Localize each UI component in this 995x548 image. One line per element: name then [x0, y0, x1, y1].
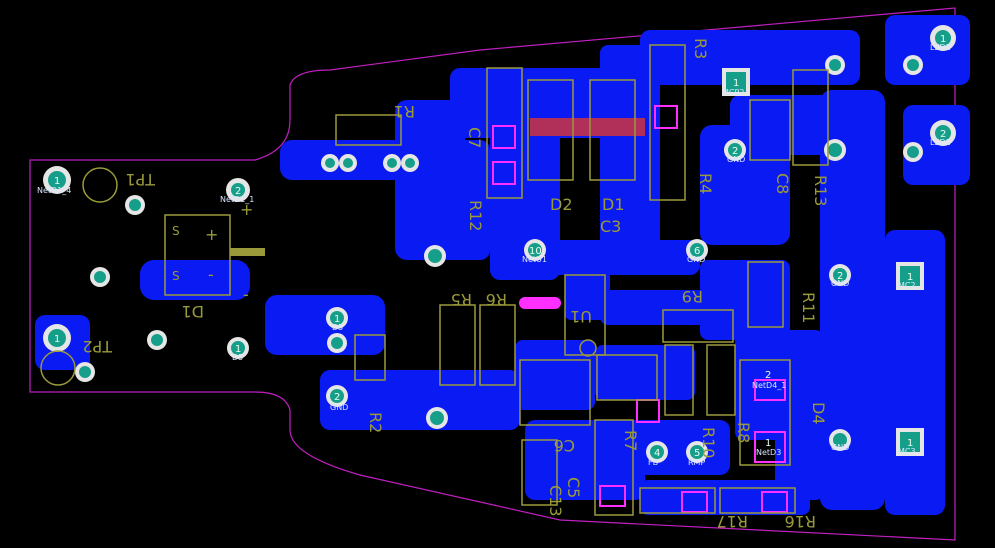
pad-number: 1	[733, 78, 739, 89]
label-r10: R10	[699, 427, 718, 458]
label-r5: R5	[451, 290, 472, 309]
pad-number: 2	[940, 129, 946, 140]
label-r13: R13	[811, 175, 830, 206]
net-name: NetD1_4	[37, 186, 71, 195]
pad-layer	[43, 25, 956, 463]
label-d1-bridge: D1	[182, 302, 205, 321]
pad-number: 2	[235, 186, 241, 197]
label-c5: C5	[564, 477, 583, 498]
label-s2: S	[172, 269, 180, 283]
label-r12: R12	[466, 200, 485, 231]
label-c13: C13	[546, 485, 565, 517]
net-name: RMP	[688, 458, 705, 467]
pad-number: 1	[940, 34, 946, 45]
net-name: GND	[330, 403, 348, 412]
net-name: MCP2	[722, 88, 744, 97]
label-d2: D2	[550, 195, 573, 214]
label-r7: R7	[621, 430, 640, 451]
net-name: MC2	[898, 281, 916, 290]
pad-number: 1	[907, 272, 913, 283]
label-r3: R3	[691, 38, 710, 59]
net-name: GND	[727, 155, 745, 164]
label-c8: C8	[773, 173, 792, 194]
silkscreen-outlines	[40, 44, 829, 516]
board-outline	[29, 7, 956, 541]
net-name: LED1	[930, 138, 951, 147]
pad-number: 2	[837, 271, 843, 282]
net-name: D5	[232, 353, 243, 362]
net-name: LED1	[930, 43, 951, 52]
diode-hatch	[530, 118, 645, 136]
pad-number: 1	[54, 176, 60, 187]
label-tp2: TP2	[82, 337, 113, 356]
label-u1: U1	[570, 307, 592, 326]
net-name: GND	[831, 443, 849, 452]
pad-number: 10	[529, 246, 542, 257]
net-name: NetD3	[756, 448, 781, 457]
label-r16: R16	[785, 512, 816, 531]
pad-number: 4	[654, 448, 660, 459]
pad-annotations: 1 NetD1_4 1 2 NetD1_1 1 D5 1 D5 2 GND 10…	[37, 34, 951, 467]
label-plus: +	[205, 225, 218, 244]
label-r9: R9	[682, 287, 703, 306]
label-r2: R2	[366, 412, 385, 433]
pad-number: 1	[235, 344, 241, 355]
label-r1: R1	[394, 102, 415, 121]
pad-number: 2	[765, 370, 771, 381]
pad-number: 1	[334, 314, 340, 325]
pad-number: 2	[334, 392, 340, 403]
label-d1: D1	[602, 195, 625, 214]
net-name: NetD1_1	[220, 195, 254, 204]
label-d4: D4	[809, 402, 828, 425]
pad-number: 2	[732, 146, 738, 157]
net-name: GND	[831, 279, 849, 288]
net-name: D5	[332, 323, 343, 332]
label-tp1: TP1	[125, 170, 156, 189]
silkscreen-labels: R1 C7 R12 D2 D1 R3 R4 C8 R13 C3 R5 R6 R9…	[82, 38, 830, 531]
net-name: GND	[687, 255, 705, 264]
highlight-pads	[492, 105, 788, 513]
label-s1: S	[172, 224, 180, 238]
pad-number: 6	[694, 246, 700, 257]
label-minus2: -	[243, 285, 249, 304]
net-name: NetU1	[522, 255, 547, 264]
label-minus: -	[208, 265, 214, 284]
net-name: FB	[648, 458, 658, 467]
net-name: NetD4_1	[752, 381, 786, 390]
net-name: MC3	[898, 447, 916, 456]
pad-number: 1	[765, 438, 771, 449]
label-c7: C7	[465, 127, 484, 148]
label-r11: R11	[799, 292, 818, 323]
pad-number: 1	[907, 438, 913, 449]
copper-layer	[35, 15, 970, 515]
pad-number: 5	[694, 448, 700, 459]
label-c3: C3	[600, 217, 621, 236]
label-r8: R8	[734, 422, 753, 443]
label-r4: R4	[696, 173, 715, 194]
label-r17: R17	[717, 512, 748, 531]
label-c6: C6	[554, 436, 575, 455]
pad-number: 1	[54, 334, 60, 345]
label-plus2: +	[240, 200, 253, 219]
label-r6: R6	[486, 290, 507, 309]
